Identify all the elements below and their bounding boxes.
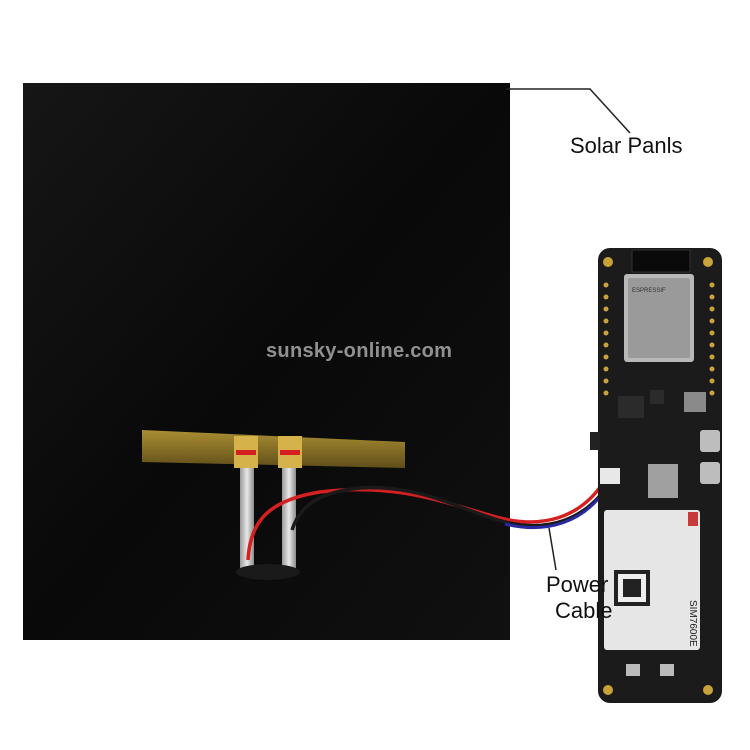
antenna-header xyxy=(631,249,691,273)
bottom-button xyxy=(660,664,674,676)
solar-panel-sheen xyxy=(23,83,510,640)
bottom-button xyxy=(626,664,640,676)
esp32-brand-label: ESPRESSIF xyxy=(632,288,666,294)
red-mark-right xyxy=(280,450,300,455)
mount-hole xyxy=(703,685,713,695)
solar-panel-label: Solar Panls xyxy=(570,133,683,158)
sim-slot xyxy=(648,464,678,498)
kapton-tape xyxy=(142,430,405,468)
header-pins-right xyxy=(709,282,715,396)
power-cable-label-line2: Cable xyxy=(555,598,613,623)
red-mark-left xyxy=(236,450,256,455)
solder-blob xyxy=(236,564,300,580)
mount-hole xyxy=(703,257,713,267)
power-cable-red xyxy=(246,479,607,561)
battery-connector xyxy=(600,468,620,484)
mount-hole xyxy=(603,257,613,267)
button xyxy=(684,392,706,412)
power-leader-line xyxy=(548,527,557,571)
usb-c-port xyxy=(700,430,720,452)
power-cable-black xyxy=(290,481,612,531)
qr-code-core xyxy=(623,579,641,597)
power-cable-label-line1: Power xyxy=(546,572,609,597)
solar-leader-line xyxy=(506,88,631,134)
esp32-module-inner xyxy=(628,278,690,358)
sim7600e-model-label: SIM7600E xyxy=(687,600,698,647)
side-switch xyxy=(590,432,600,450)
mount-hole xyxy=(603,685,613,695)
power-cable-label: Power Cable xyxy=(546,572,612,624)
usb-c-port xyxy=(700,462,720,484)
watermark-text: sunsky-online.com xyxy=(266,340,453,362)
header-pins-left xyxy=(603,282,609,396)
sim7600e-corner xyxy=(688,512,698,526)
sim7600e-module xyxy=(604,510,700,650)
ic-chip xyxy=(618,396,644,418)
foil-lead-right xyxy=(282,440,296,570)
ic-chip xyxy=(650,390,664,404)
